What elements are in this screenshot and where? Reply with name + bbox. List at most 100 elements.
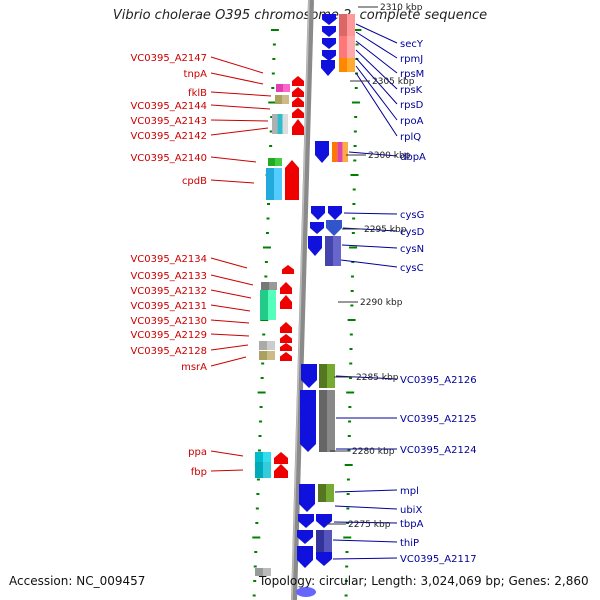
- left-label-connector: [210, 127, 269, 136]
- gene-arrow-reverse: [296, 587, 316, 597]
- gene-box: [267, 341, 275, 350]
- gene-box: [339, 58, 347, 72]
- gene-box: [347, 36, 355, 58]
- right-label-connector: [333, 521, 398, 524]
- gene-box: [255, 568, 263, 576]
- gene-box: [255, 462, 263, 478]
- left-label-connector: [210, 72, 264, 85]
- right-gene-label: rplQ: [400, 132, 421, 143]
- kbp-label: 2305 kbp: [372, 77, 415, 87]
- gene-arrow-forward: [292, 108, 304, 118]
- right-gene-label: rpoA: [400, 116, 424, 127]
- right-label-connector: [355, 72, 398, 137]
- gene-arrow-reverse: [321, 60, 335, 76]
- left-gene-label: fbp: [191, 467, 207, 478]
- right-label-connector: [332, 557, 398, 560]
- gene-box: [275, 158, 282, 166]
- right-label-connector: [334, 489, 398, 493]
- backbone: [291, 0, 314, 600]
- gene-arrow-reverse: [300, 390, 316, 452]
- left-label-connector: [210, 319, 250, 324]
- gene-box: [283, 84, 290, 92]
- right-gene-label: cysC: [400, 263, 424, 274]
- gene-arrow-forward: [280, 322, 292, 333]
- gene-box: [339, 14, 347, 36]
- gene-box: [332, 142, 338, 162]
- gene-arrow-reverse: [310, 222, 324, 234]
- gene-arrow-forward: [274, 464, 288, 478]
- right-gene-labels: secYrpmJrpsMrpsKrpsDrpoArplQdbpAcysGcysD…: [400, 39, 477, 565]
- left-gene-labels: VC0395_A2147tnpAfklBVC0395_A2144VC0395_A…: [130, 53, 207, 478]
- gene-box: [268, 158, 275, 166]
- gene-arrow-reverse: [322, 50, 336, 61]
- gene-box: [267, 351, 275, 360]
- gene-arrow-reverse: [297, 530, 313, 544]
- left-gene-label: tnpA: [184, 69, 208, 80]
- left-gene-label: VC0395_A2131: [130, 301, 207, 312]
- left-label-connector: [210, 289, 252, 299]
- gene-box: [269, 282, 277, 290]
- right-gene-label: VC0395_A2124: [400, 445, 477, 456]
- left-gene-label: VC0395_A2143: [130, 116, 207, 127]
- gene-box: [282, 95, 289, 104]
- gene-arrow-reverse: [298, 514, 314, 528]
- gene-box: [327, 364, 335, 388]
- right-label-connector: [334, 505, 398, 510]
- gene-arrow-forward: [280, 334, 292, 343]
- gene-arrow-reverse: [316, 552, 332, 566]
- right-gene-label: rpsD: [400, 100, 424, 111]
- gene-arrow-forward: [292, 76, 304, 86]
- gene-box: [275, 95, 282, 104]
- gene-box: [319, 390, 327, 452]
- gene-box: [337, 142, 343, 162]
- gene-box: [339, 36, 347, 58]
- gene-box: [259, 341, 267, 350]
- right-gene-label: VC0395_A2125: [400, 414, 477, 425]
- gene-arrow-reverse: [297, 546, 313, 568]
- backbone-line: [291, 0, 314, 600]
- gene-box: [326, 484, 334, 502]
- gene-box: [319, 364, 327, 388]
- left-gene-label: VC0395_A2147: [130, 53, 207, 64]
- left-label-connector: [210, 179, 255, 184]
- left-gene-label: cpdB: [182, 176, 207, 187]
- gene-arrow-reverse: [316, 514, 332, 528]
- gene-arrow-forward: [292, 87, 304, 97]
- left-label-connector: [210, 333, 250, 337]
- gene-arrow-forward: [280, 352, 292, 361]
- gene-box: [282, 114, 288, 134]
- left-gene-label: VC0395_A2144: [130, 101, 207, 112]
- gene-arrow-forward: [292, 97, 304, 107]
- left-label-connector: [210, 304, 251, 312]
- right-label-connector: [355, 65, 398, 121]
- gene-arrow-forward: [280, 282, 292, 294]
- gene-box: [347, 58, 355, 72]
- right-gene-label: VC0395_A2126: [400, 375, 477, 386]
- backbone-highlight: [291, 0, 310, 600]
- gene-box: [263, 452, 271, 462]
- gene-arrow-reverse: [322, 26, 336, 37]
- gene-box: [263, 568, 271, 576]
- right-gene-label: ubiX: [400, 505, 422, 516]
- gene-box: [274, 168, 282, 200]
- right-label-connector: [355, 49, 398, 90]
- right-gene-label: rpsK: [400, 85, 423, 96]
- right-gene-label: cysG: [400, 210, 424, 221]
- right-label-connector: [332, 539, 398, 543]
- gene-box: [333, 236, 341, 266]
- right-label-connector: [355, 23, 398, 44]
- gene-box: [318, 484, 326, 502]
- gene-arrow-forward: [280, 343, 292, 351]
- right-gene-label: cysD: [400, 227, 425, 238]
- kbp-label: 2280 kbp: [352, 447, 395, 457]
- right-label-connector: [355, 31, 398, 59]
- left-gene-label: VC0395_A2142: [130, 131, 207, 142]
- right-gene-label: rpsM: [400, 69, 424, 80]
- left-gene-label: VC0395_A2140: [130, 153, 207, 164]
- left-label-connector: [210, 356, 247, 367]
- topology-text: Topology: circular; Length: 3,024,069 bp…: [259, 574, 589, 588]
- accession-text: Accession: NC_009457: [9, 574, 146, 588]
- gene-box: [268, 290, 276, 320]
- left-label-connector: [210, 91, 272, 97]
